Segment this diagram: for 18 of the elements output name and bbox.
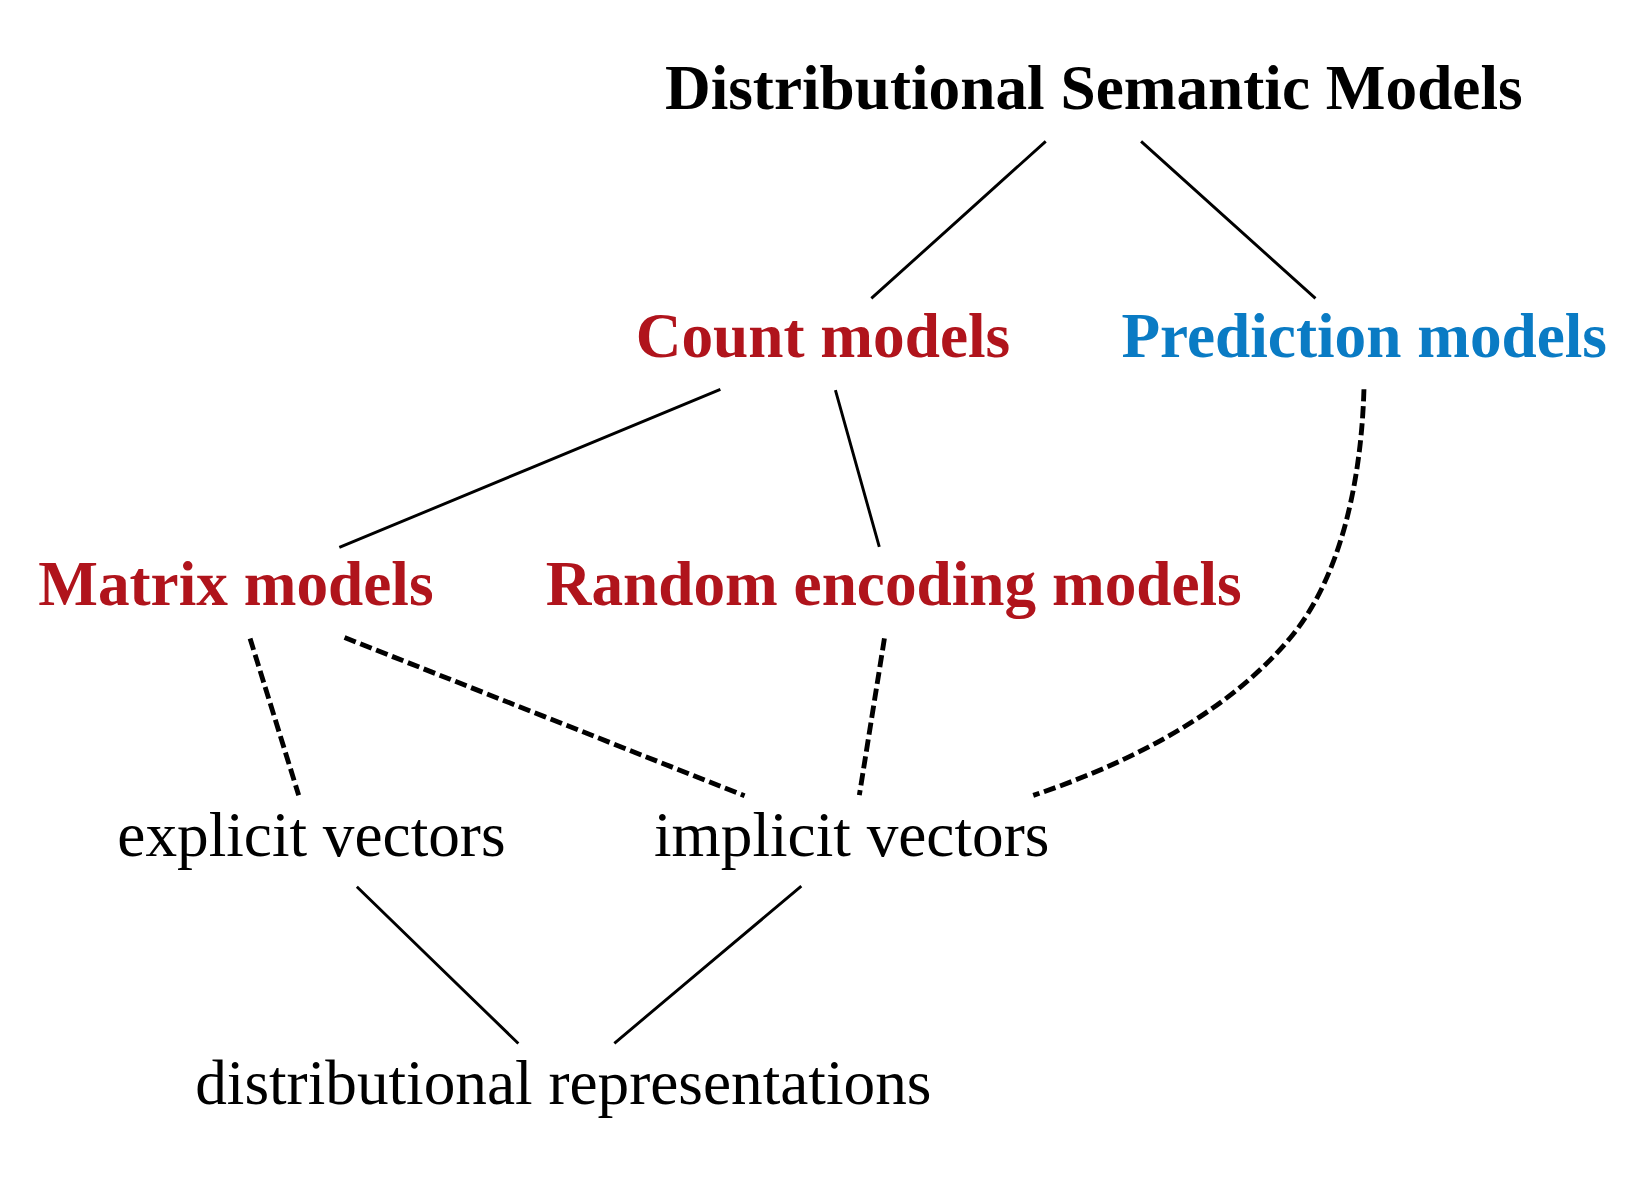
- connector: [1031, 389, 1366, 798]
- node-text: distributional representations: [194, 1048, 931, 1119]
- connector: [343, 635, 745, 798]
- node-text: Distributional Semantic Models: [664, 52, 1523, 123]
- node-text: explicit vectors: [116, 800, 506, 871]
- node-text: implicit vectors: [653, 800, 1049, 871]
- node-text: Matrix models: [37, 549, 434, 620]
- connector: [833, 389, 881, 548]
- connector: [1139, 140, 1316, 300]
- connector: [856, 638, 887, 796]
- node-text: Prediction models: [1120, 301, 1607, 372]
- connector: [869, 140, 1047, 300]
- connector: [338, 387, 721, 549]
- node-text: Count models: [635, 301, 1010, 372]
- connector: [612, 885, 802, 1045]
- connector: [247, 637, 301, 796]
- node-text: Random encoding models: [545, 549, 1242, 620]
- connector: [355, 885, 519, 1045]
